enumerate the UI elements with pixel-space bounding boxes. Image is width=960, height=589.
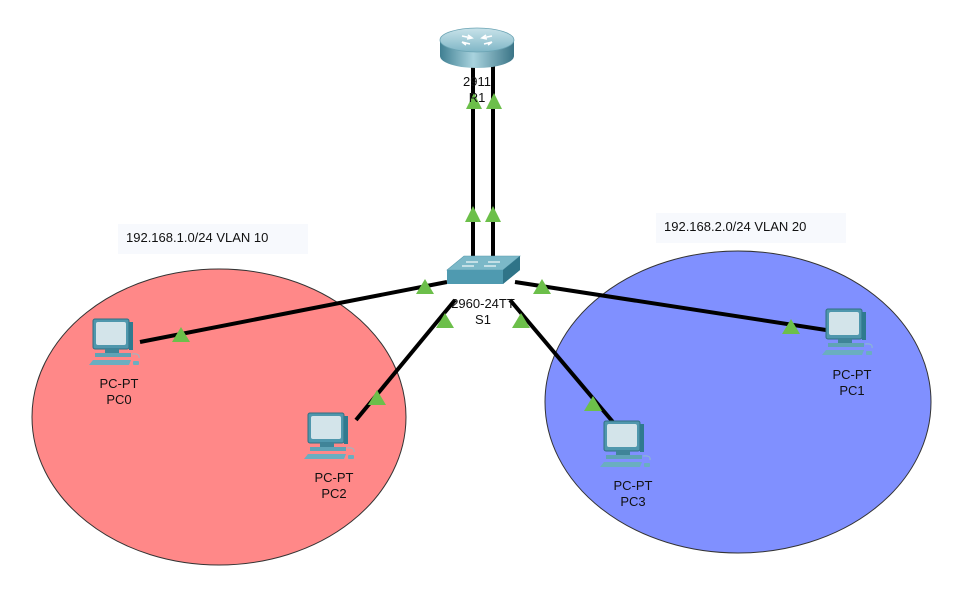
vlan20-note[interactable]: 192.168.2.0/24 VLAN 20 [656,213,846,243]
router-r1[interactable] [439,27,515,68]
pc3-model: PC-PT [613,478,653,493]
pc1-model: PC-PT [832,367,872,382]
pc2-model: PC-PT [314,470,354,485]
router-arrows-icon [461,34,493,46]
link-up-indicator-icon [584,396,602,411]
link-up-indicator-icon [465,206,481,222]
pc0-model: PC-PT [99,376,139,391]
router-r1-model: 2911 [463,74,491,89]
link-up-indicator-icon [533,279,551,294]
vlan20-note-text: 192.168.2.0/24 VLAN 20 [664,219,807,234]
link-up-indicator-icon [416,279,434,294]
switch-s1-model: 2960-24TT [451,296,515,311]
link-s1-pc3[interactable] [508,298,620,430]
pc0-name: PC0 [106,392,132,407]
link-s1-pc0[interactable] [139,280,448,344]
pc2-name: PC2 [321,486,347,501]
switch-s1[interactable] [446,255,521,284]
switch-arrows-icon [462,261,500,267]
link-up-indicator-icon [436,313,454,328]
pc3-label: PC-PT PC3 [614,478,653,510]
switch-s1-name: S1 [475,312,491,327]
pc2-label: PC-PT PC2 [315,470,354,502]
pc1-label: PC-PT PC1 [833,367,872,399]
link-up-indicator-icon [782,319,800,334]
switch-s1-label: 2960-24TT S1 [451,296,515,328]
vlan10-note[interactable]: 192.168.1.0/24 VLAN 10 [118,224,308,254]
pc3-name: PC3 [620,494,646,509]
link-s1-pc1[interactable] [514,280,827,332]
link-up-indicator-icon [485,206,501,222]
link-up-indicator-icon [512,313,530,328]
vlan10-note-text: 192.168.1.0/24 VLAN 10 [126,230,269,245]
router-r1-label: 2911 R1 [463,74,491,106]
pc1-name: PC1 [839,383,865,398]
pc0-label: PC-PT PC0 [100,376,139,408]
vlan10-area[interactable] [31,268,407,566]
link-up-indicator-icon [466,93,482,109]
link-up-indicator-icon [368,390,386,405]
link-up-indicator-icon [486,93,502,109]
link-up-indicator-icon [172,327,190,342]
router-r1-name: R1 [468,90,486,105]
